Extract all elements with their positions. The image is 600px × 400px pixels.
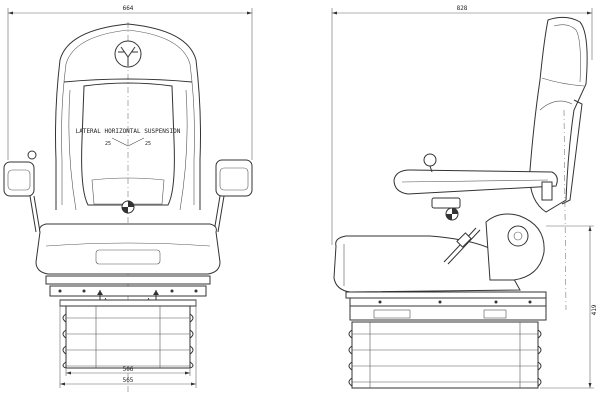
armrest-left — [3, 150, 41, 233]
suspension-right-value: 25 — [145, 141, 151, 147]
dimension-label-overall-width: 664 — [123, 5, 134, 12]
side-rail-bolts — [378, 300, 532, 304]
recline-mechanism — [485, 181, 553, 281]
dimension-base-width: 506 — [65, 366, 191, 376]
adjustment-lever — [443, 227, 481, 265]
headrest-profile-seam — [541, 77, 585, 87]
backrest-rear-frame — [561, 99, 583, 205]
backrest-bolster-right — [179, 89, 188, 211]
armrest-side — [393, 153, 558, 209]
dimension-label-overall-depth: 828 — [457, 5, 468, 12]
suspension-left-value: 25 — [105, 141, 111, 147]
dimension-base-outer-width: 565 — [59, 300, 197, 388]
dimension-overall-width: 664 — [7, 5, 253, 160]
seat-handle-front — [95, 249, 161, 265]
seat-slide-rail — [49, 285, 207, 297]
backrest-bolster-left — [68, 89, 77, 211]
side-slide-rail — [345, 291, 547, 299]
center-of-gravity-marker-front — [121, 200, 135, 214]
front-view: 664 LATERAL HORIZONTAL SUSPENSION 25 25 — [3, 5, 253, 392]
suspension-top-plate — [59, 299, 197, 307]
side-view: 828 — [331, 5, 598, 389]
headrest-seam — [63, 78, 193, 83]
armrest-right — [213, 159, 253, 233]
dimension-height: 419 — [540, 225, 598, 389]
backrest-lumbar-pad — [91, 177, 165, 205]
backrest-inner-shell — [61, 29, 195, 205]
suspension-angle-indicator: 25 25 — [105, 137, 151, 147]
side-centerline — [563, 109, 567, 311]
backrest-shell — [55, 23, 201, 210]
center-of-gravity-marker-side — [445, 207, 459, 221]
dimension-overall-depth: 828 — [331, 5, 593, 245]
dimension-label-height: 419 — [591, 304, 598, 315]
suspension-bellows-side — [348, 321, 542, 389]
backrest-center-panel — [81, 82, 175, 206]
side-suspension-plate — [349, 305, 547, 321]
brand-logo — [114, 40, 142, 68]
rail-bolts — [58, 289, 198, 293]
seat-cushion-front — [35, 223, 221, 275]
backrest-profile — [529, 16, 588, 213]
suspension-bellows-front — [62, 305, 194, 369]
suspension-label: LATERAL HORIZONTAL SUSPENSION — [76, 128, 181, 135]
seat-cushion-seam — [45, 242, 211, 247]
seat-cushion-side — [333, 235, 521, 293]
dimension-label-base-outer-width: 565 — [123, 377, 134, 384]
seat-frame-rail — [45, 275, 211, 285]
dimension-label-base-width: 506 — [123, 366, 134, 373]
backrest-profile-inner — [539, 24, 581, 111]
